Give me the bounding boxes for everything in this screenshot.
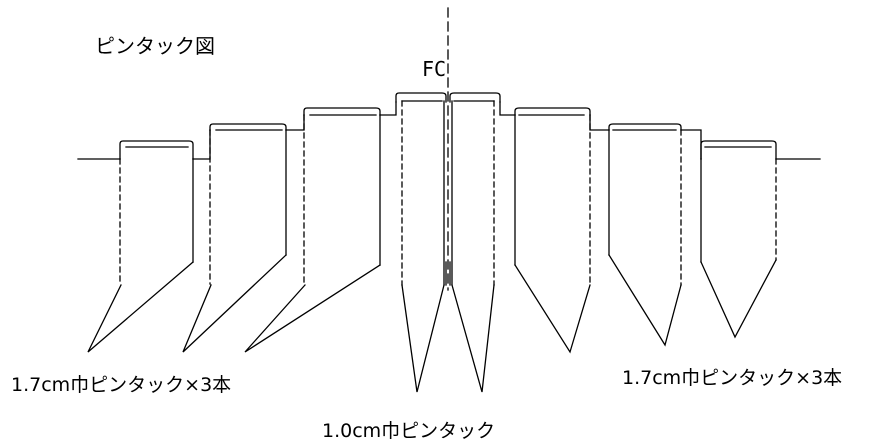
right-group-label: 1.7cm巾ピンタック×3本 (622, 367, 842, 389)
pintuck-center-left (395, 92, 447, 393)
diagram-title: ピンタック図 (95, 34, 215, 58)
pintuck-left-1 (87, 140, 194, 353)
pintuck-right-3 (700, 140, 777, 339)
pintuck-right-2 (608, 123, 682, 347)
pintuck-center-right (449, 92, 501, 393)
pintuck-right-1 (514, 107, 591, 354)
center-fold-marks (445, 261, 451, 286)
pintuck-left-2 (182, 123, 287, 353)
baseline (77, 101, 821, 160)
left-group-label: 1.7cm巾ピンタック×3本 (11, 374, 231, 396)
pintuck-left-3 (244, 107, 381, 353)
center-front-label: FC (422, 57, 446, 81)
center-group-label: 1.0cm巾ピンタック (322, 420, 495, 442)
